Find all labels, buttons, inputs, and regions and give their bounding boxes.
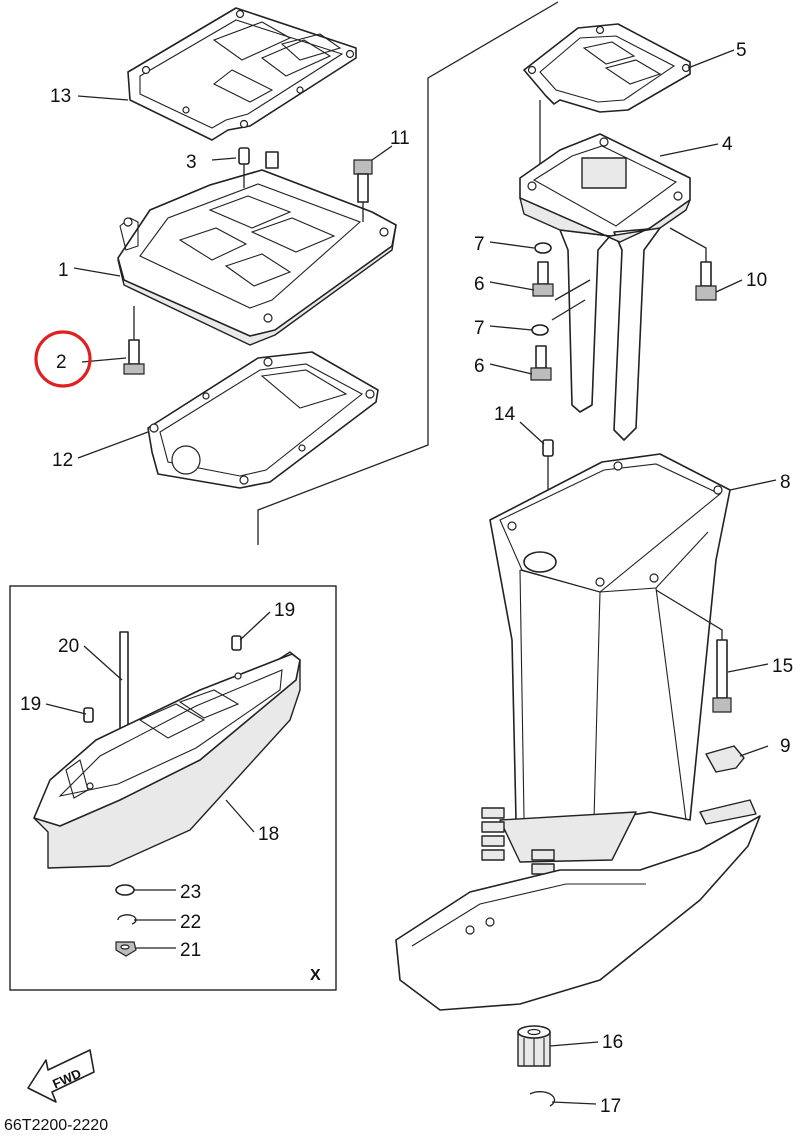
callout-5: 5 — [736, 40, 747, 61]
callout-21: 21 — [180, 940, 201, 961]
callout-8: 8 — [780, 472, 791, 493]
callout-10: 10 — [746, 270, 767, 291]
callout-15: 15 — [772, 656, 793, 677]
dowel-pin-3 — [238, 147, 250, 188]
callout-19-upper: 19 — [274, 600, 295, 621]
gasket-5 — [523, 23, 691, 165]
callout-9: 9 — [780, 736, 791, 757]
callout-20: 20 — [58, 636, 79, 657]
callout-17: 17 — [600, 1096, 621, 1117]
callout-19-lower: 19 — [20, 694, 41, 715]
bolt-10 — [669, 227, 717, 301]
callout-14: 14 — [494, 404, 516, 425]
callout-23: 23 — [180, 882, 201, 903]
plug-9 — [705, 745, 745, 773]
bolt-15 — [655, 589, 732, 713]
washer-7-upper — [534, 242, 552, 254]
callout-18: 18 — [258, 824, 279, 845]
bolt-11 — [353, 159, 373, 222]
callout-3: 3 — [186, 152, 197, 173]
callout-2: 2 — [56, 352, 67, 373]
callout-13: 13 — [50, 86, 71, 107]
circlip-17 — [529, 1091, 556, 1107]
bolt-6-upper — [532, 261, 554, 297]
drawing-number: 66T2200-2220 — [4, 1117, 108, 1134]
bolt-2 — [123, 306, 145, 375]
callout-11: 11 — [390, 128, 410, 149]
callout-6-lower: 6 — [474, 356, 485, 377]
highlight-circle — [34, 330, 92, 388]
exhaust-guide-4 — [519, 133, 691, 441]
inset-detail-x — [9, 585, 337, 991]
inset-label-x: X — [310, 967, 321, 984]
gasket-12 — [147, 351, 379, 489]
callout-22: 22 — [180, 912, 201, 933]
callout-leader-lines — [45, 49, 777, 1105]
adapter-plate-1 — [117, 151, 397, 346]
fwd-arrow-icon — [27, 1049, 95, 1103]
callout-12: 12 — [52, 450, 73, 471]
callout-1: 1 — [58, 260, 69, 281]
callout-4: 4 — [722, 134, 733, 155]
callout-16: 16 — [602, 1032, 623, 1053]
gasket-13 — [127, 7, 357, 141]
assembly-bracket-lines — [257, 1, 559, 545]
washer-7-lower — [531, 324, 549, 336]
bushing-16 — [517, 1025, 551, 1067]
callout-6-upper: 6 — [474, 274, 485, 295]
callout-7-lower: 7 — [474, 318, 485, 339]
upper-casing-8 — [395, 453, 761, 1011]
callout-7-upper: 7 — [474, 234, 485, 255]
bolt-6-lower — [530, 345, 552, 381]
